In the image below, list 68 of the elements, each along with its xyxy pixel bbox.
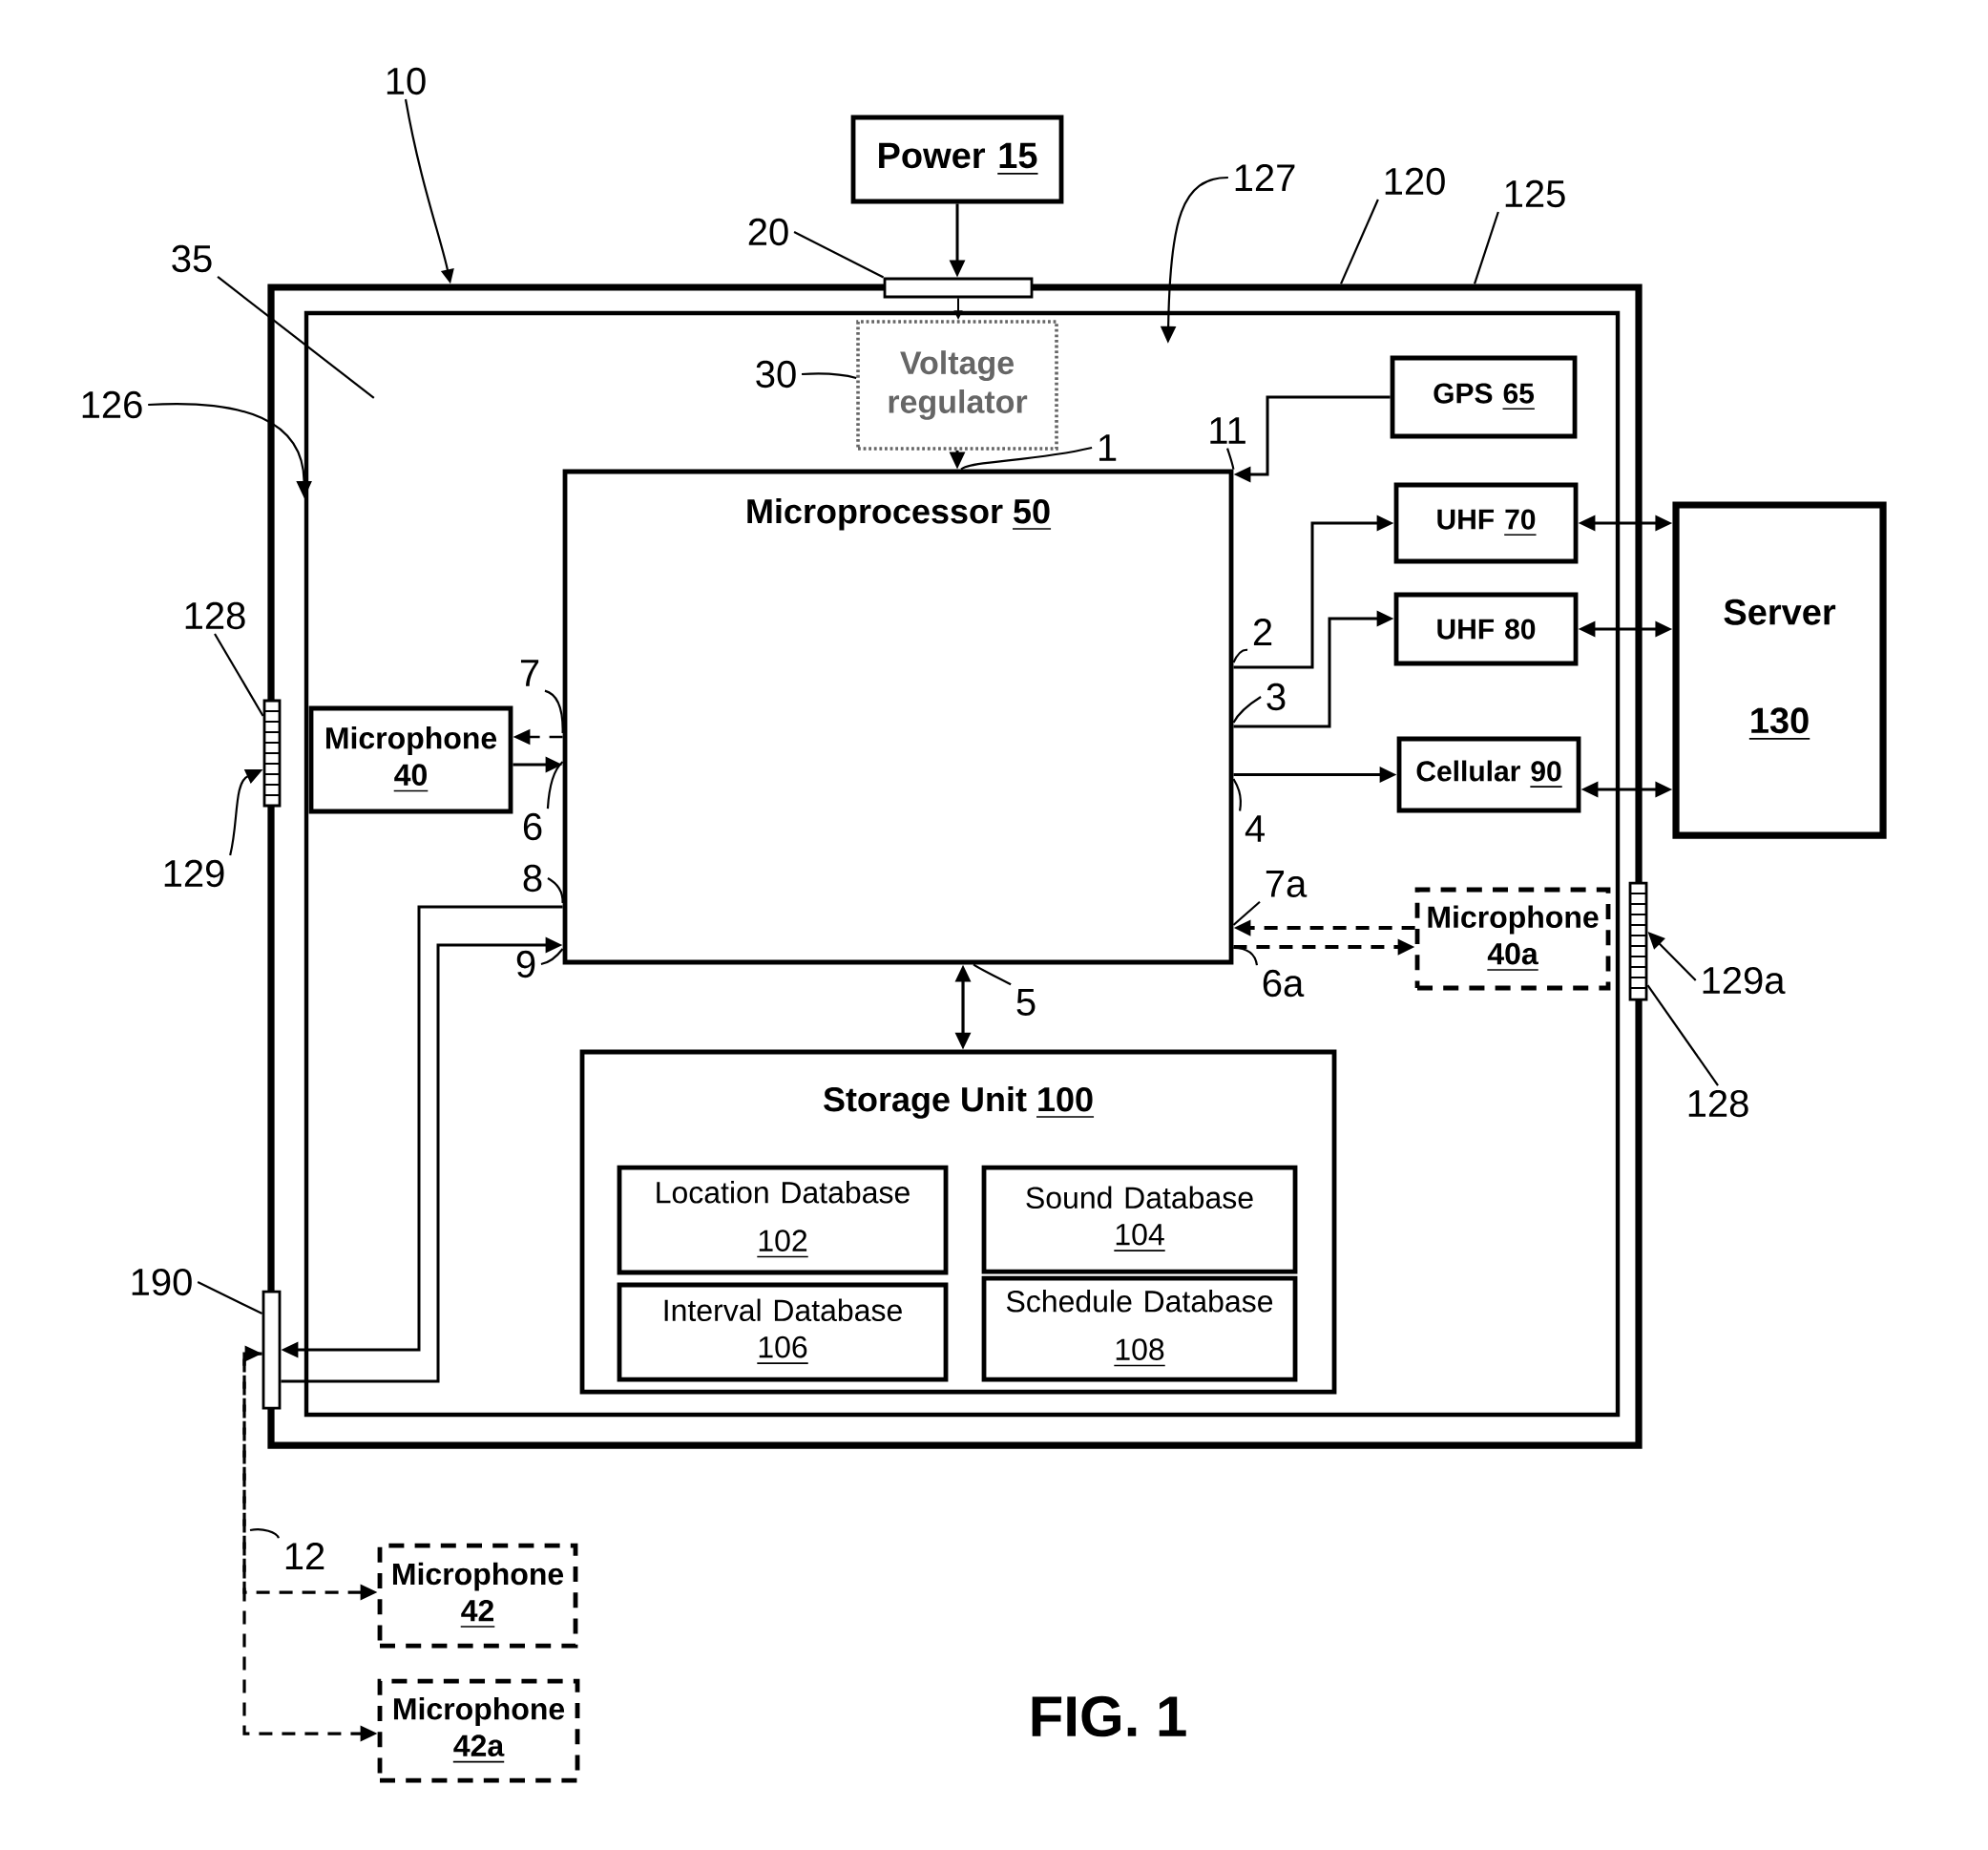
reference-numeral: 1 [1099,434,1117,461]
block: UHF 70 [1393,482,1579,564]
connector-plate [883,277,1034,299]
leader-line [1226,448,1235,470]
leader-line [540,948,564,966]
leader-line [1233,946,1259,966]
reference-numeral: 10 [387,67,426,95]
leader-line [793,231,885,279]
reference-numeral: 126 [82,390,142,419]
reference-numeral: 7a [1266,871,1308,897]
leader-line [1232,900,1261,926]
reference-numeral: 128 [185,601,245,630]
reference-numeral: 12 [285,1543,324,1569]
vent-grille [1628,881,1648,1001]
block: UHF 80 [1393,592,1579,666]
leader-line [1232,696,1262,724]
reference-numeral: 127 [1235,164,1295,191]
leader-line [802,372,857,380]
leader-line [1232,648,1248,663]
block: Server 130 [1672,501,1887,839]
reference-numeral: 3 [1266,683,1286,711]
leader-line [973,963,1012,986]
leader-line [546,761,564,809]
leader-line [960,446,1093,471]
reference-numeral: 30 [756,360,796,389]
reference-numeral: 120 [1385,167,1445,196]
leader-line [197,1281,263,1314]
dotted-block: Voltage regulator [856,320,1058,451]
dashed-block: Microphone 40a [1414,887,1611,991]
block: Microphone 40 [308,705,513,814]
leader-line [214,633,264,717]
vent-grille [262,699,282,808]
reference-numeral: 35 [172,244,212,273]
block: Schedule Database 108 [981,1275,1298,1382]
leader-line [1232,778,1242,811]
dashed-block: Microphone 42 [377,1543,578,1649]
leader-line [547,877,564,904]
reference-numeral: 8 [523,864,542,893]
reference-numeral: 6a [1263,969,1305,998]
leader-line [544,689,564,734]
reference-numeral: 190 [132,1268,192,1296]
block: Cellular 90 [1396,736,1581,813]
leader-line [1340,199,1379,284]
reference-numeral: 6 [523,812,542,841]
block: Location Database 102 [617,1165,949,1275]
figure-caption: FIG. 1 [1032,1695,1186,1737]
leader-line [1474,211,1499,284]
reference-numeral: 7 [520,660,539,686]
reference-numeral: 129a [1703,966,1786,995]
reference-numeral: 125 [1505,179,1565,208]
block: Microprocessor 50 [562,469,1234,965]
block: Power 15 [850,115,1064,204]
leader-line [1646,984,1719,1086]
block: GPS 65 [1390,355,1578,439]
block: Sound Database 104 [981,1165,1298,1274]
reference-numeral: 11 [1210,417,1245,444]
leader-line [249,1528,280,1539]
reference-numeral: 20 [748,218,788,246]
block: Interval Database 106 [617,1282,949,1382]
reference-numeral: 128 [1688,1089,1748,1118]
reference-numeral: 129 [164,859,224,888]
reference-numeral: 9 [516,950,535,978]
dashed-block: Microphone 42a [377,1678,580,1783]
reference-numeral: 4 [1245,815,1265,842]
reference-numeral: 2 [1253,619,1272,645]
reference-numeral: 5 [1016,989,1036,1016]
connector-plate [262,1290,282,1410]
leader-line [217,276,375,399]
